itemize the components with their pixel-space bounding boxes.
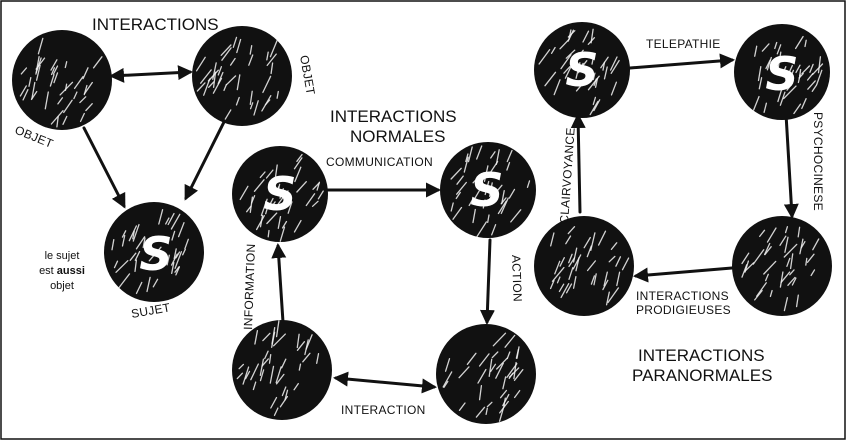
label-interaction: INTERACTION <box>341 403 426 417</box>
arrow-information <box>271 243 287 324</box>
title-paranormales-line1: INTERACTIONS <box>638 346 765 365</box>
label-objet-right: OBJET <box>297 54 318 96</box>
label-action: ACTION <box>509 255 525 303</box>
ball-normal-subject-a <box>232 146 328 242</box>
arrow-prodigieuses <box>633 266 734 283</box>
note-line2: est aussi <box>39 265 85 277</box>
balls <box>12 22 832 424</box>
label-telepathie: TELEPATHIE <box>646 37 721 51</box>
label-prodigieuses-line2: PRODIGIEUSES <box>636 303 731 317</box>
titles: INTERACTIONS INTERACTIONS NORMALES INTER… <box>92 15 772 385</box>
note-line1: le sujet <box>45 250 80 262</box>
subject-letters: S S S S S <box>139 43 798 281</box>
s-letter-normal-b: S <box>470 163 503 217</box>
ball-para-object-b <box>732 216 832 316</box>
s-letter-sujet: S <box>139 227 172 281</box>
arrow-objet-to-sujet <box>82 126 126 209</box>
ball-normal-object-a <box>232 320 332 420</box>
arrow-objet-objet <box>109 65 193 83</box>
label-clairvoyance: CLAIRVOYANCE <box>557 127 578 224</box>
title-interactions: INTERACTIONS <box>92 15 219 34</box>
s-letter-normal-a: S <box>263 167 296 221</box>
arrows <box>82 53 799 394</box>
normales-labels: COMMUNICATION ACTION INFORMATION INTERAC… <box>241 155 525 417</box>
arrow-telepathie <box>628 53 735 70</box>
label-prodigieuses-line1: INTERACTIONS <box>636 289 729 303</box>
s-letter-para-b: S <box>765 47 798 101</box>
arrow-objet2-to-sujet <box>184 120 226 201</box>
label-psychocinese: PSYCHOCINESE <box>811 112 825 211</box>
s-letter-para-a: S <box>565 43 598 97</box>
ball-para-object-a <box>534 216 634 316</box>
title-normales-line1: INTERACTIONS <box>330 107 457 126</box>
ball-normal-subject-b <box>440 142 536 238</box>
title-paranormales-line2: PARANORMALES <box>632 366 772 385</box>
title-normales-line2: NORMALES <box>350 127 445 146</box>
ball-sujet <box>104 202 204 302</box>
ball-objet-right <box>192 26 292 126</box>
arrow-psychocinese <box>783 112 799 219</box>
ball-normal-object-b <box>436 324 536 424</box>
ball-objet-left <box>12 30 112 130</box>
ball-para-subject-a <box>534 22 630 118</box>
note-line2-bold: aussi <box>57 265 85 277</box>
label-communication: COMMUNICATION <box>326 155 433 169</box>
ball-para-subject-b <box>734 24 830 120</box>
arrow-clairvoyance <box>570 113 586 214</box>
paranormales-labels: TELEPATHIE PSYCHOCINESE CLAIRVOYANCE INT… <box>557 37 825 317</box>
arrow-action <box>479 238 495 325</box>
arrow-interaction <box>333 371 437 394</box>
label-information: INFORMATION <box>241 243 258 330</box>
note-line2-prefix: est <box>39 265 57 277</box>
label-sujet: SUJET <box>130 300 172 321</box>
note-line3: objet <box>50 280 74 292</box>
